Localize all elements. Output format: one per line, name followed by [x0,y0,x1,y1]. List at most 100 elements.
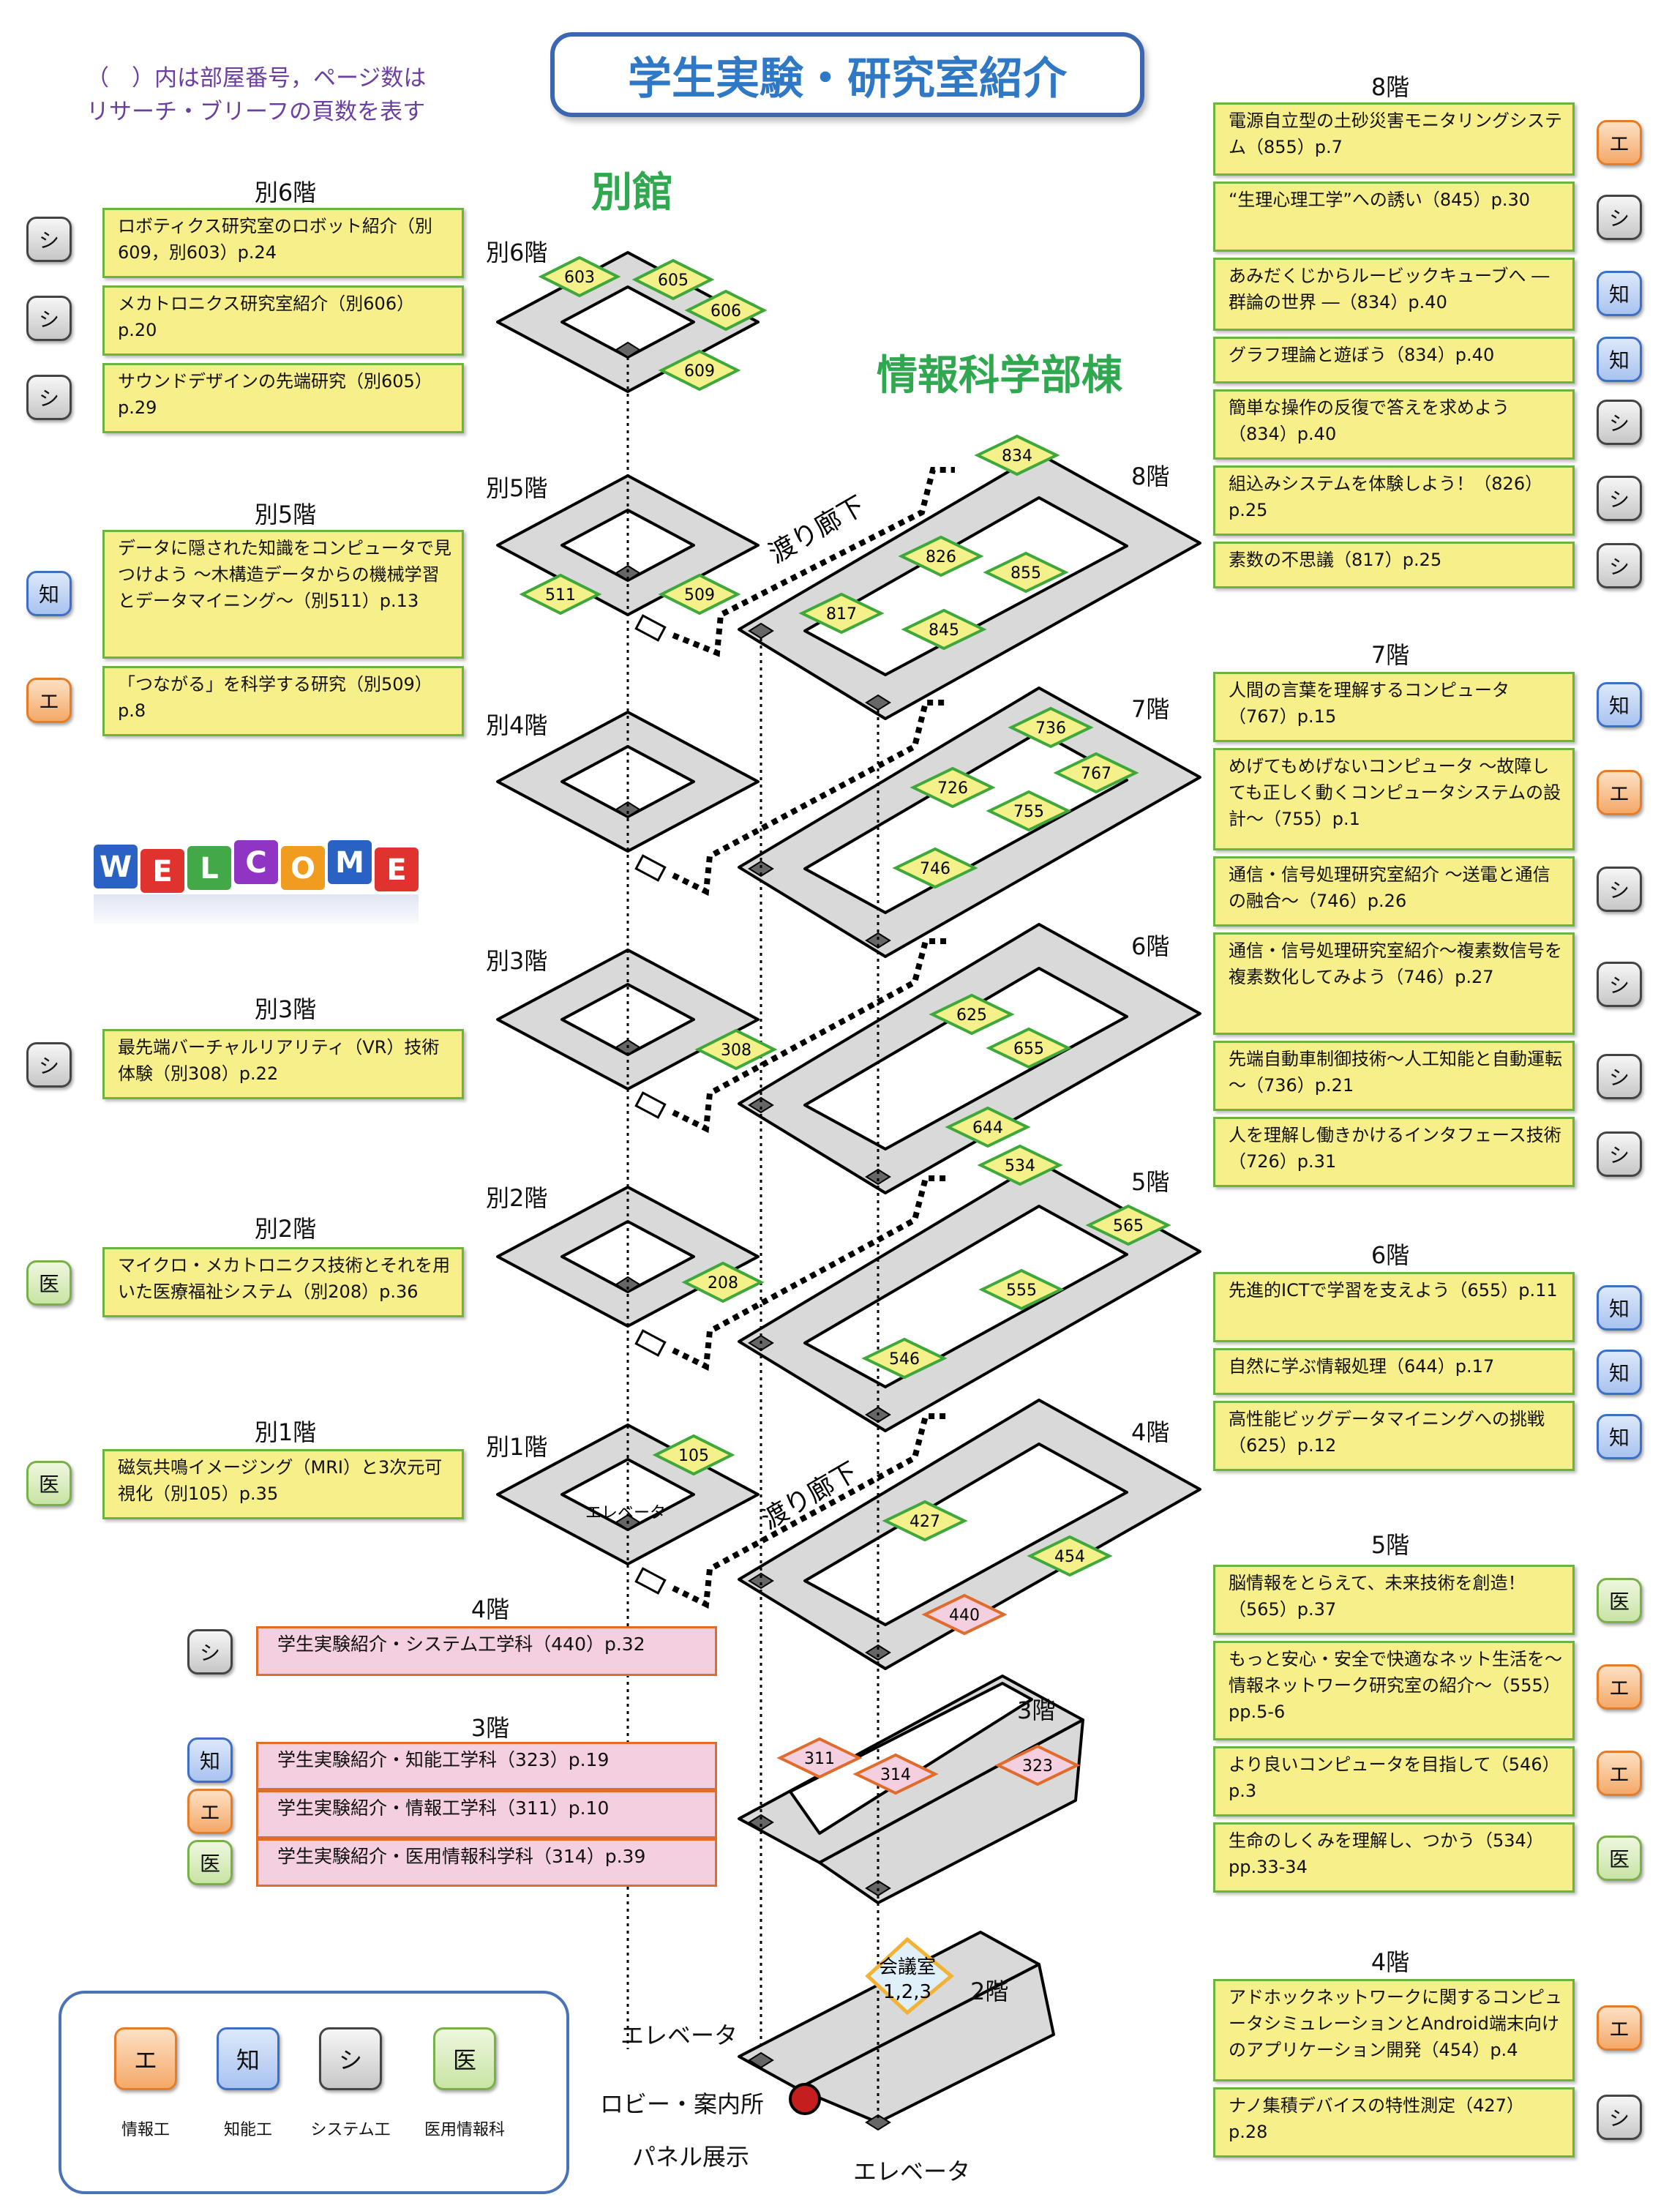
room-509: 509 [684,586,715,605]
lab-box: 電源自立型の土砂災害モニタリングシステム（855）p.7 [1213,102,1575,176]
badge-medical: 医 [1597,1578,1642,1623]
map-floor-5: 5階 [1131,1168,1170,1196]
legend-note: （ ）内は部屋番号，ページ数は リサーチ・ブリーフの頁数を表す [86,61,426,129]
badge-medical: 医 [26,1260,72,1306]
lab-box: 生命のしくみを理解し、つかう（534）pp.33-34 [1213,1822,1575,1893]
room-565: 565 [1113,1217,1144,1235]
room-546: 546 [889,1350,920,1369]
annex-floor-2 [496,1186,760,1328]
badge-system: シ [187,1629,233,1675]
lab-box: 簡単な操作の反復で答えを求めよう（834）p.40 [1213,389,1575,460]
badge-system: シ [26,375,72,420]
badge-information: エ [1597,770,1642,815]
map-floor-3: 3階 [1017,1696,1056,1724]
walkways [672,467,955,1609]
annex-floor-3 [496,949,760,1090]
room-655: 655 [1013,1040,1044,1058]
map-floor-7: 7階 [1131,695,1170,723]
room-609: 609 [684,362,715,381]
welcome-letter-2: E [152,855,172,888]
badge-system: シ [1597,2095,1642,2140]
lab-box: 人間の言葉を理解するコンピュータ（767）p.15 [1213,672,1575,742]
note-line-2: リサーチ・ブリーフの頁数を表す [86,99,426,125]
badge-system: シ [26,1042,72,1088]
map-floor-a2: 別2階 [486,1184,548,1212]
lab-box: データに隠された知識をコンピュータで見つけよう ～木構造データからの機械学習とデ… [102,530,464,659]
page-title: 学生実験・研究室紹介 [550,32,1144,117]
elevator-label-annex: エレベータ [585,1504,666,1522]
room-427: 427 [910,1513,940,1531]
badge-medical: 医 [187,1840,233,1885]
map-floor-2: 2階 [970,1978,1009,2005]
lab-box: 先端自動車制御技術～人工知能と自動運転～（736）p.21 [1213,1041,1575,1111]
badge-medical: 医 [1597,1836,1642,1881]
meeting-room-numbers: 1,2,3 [883,1981,931,2003]
elevator-label: エレベータ [620,2021,738,2049]
room-208: 208 [708,1274,738,1292]
badge-system: シ [1597,962,1642,1007]
lab-box: 先進的ICTで学習を支えよう（655）p.11 [1213,1272,1575,1342]
room-726: 726 [937,779,968,798]
experiment-box: 学生実験紹介・情報工学科（311）p.10 [256,1790,717,1838]
annex-building-label: 別館 [591,169,673,217]
note-line-1: （ ）内は部屋番号，ページ数は [86,65,427,91]
legend-badge-intelligence: 知 [217,2027,280,2090]
room-440: 440 [949,1606,980,1625]
room-845: 845 [929,621,959,640]
map-floor-a6: 別6階 [486,239,548,266]
legend-label-intelligence: 知能工 [223,2121,272,2139]
map-floor-a1: 別1階 [486,1433,548,1461]
lab-box: アドホックネットワークに関するコンピュータシミュレーションとAndroid端末向… [1213,1979,1575,2081]
lab-box: 自然に学ぶ情報処理（644）p.17 [1213,1348,1575,1395]
experiment-box: 学生実験紹介・知能工学科（323）p.19 [256,1742,717,1790]
room-767: 767 [1081,765,1111,783]
right-f6-heading: 6階 [1370,1241,1410,1269]
legend-label-information: 情報工 [121,2121,170,2139]
left-a2-heading: 別2階 [254,1215,317,1243]
lab-box: 脳情報をとらえて、未来技術を創造！（565）p.37 [1213,1565,1575,1635]
room-555: 555 [1006,1282,1037,1300]
badge-intelligence: 知 [1597,337,1642,382]
lab-box: 最先端バーチャルリアリティ（VR）技術体験（別308）p.22 [102,1029,464,1099]
lab-box: 磁気共鳴イメージング（MRI）と3次元可視化（別105）p.35 [102,1449,464,1519]
lab-box: メカトロニクス研究室紹介（別606）p.20 [102,285,464,356]
lab-box: グラフ理論と遊ぼう（834）p.40 [1213,337,1575,383]
lab-box: 通信・信号処理研究室紹介～複素数信号を複素数化してみよう（746）p.27 [1213,932,1575,1035]
map-floor-6: 6階 [1131,932,1170,960]
panel-label: パネル展示 [632,2143,750,2171]
room-314: 314 [880,1766,911,1784]
room-855: 855 [1010,564,1041,583]
room-323: 323 [1022,1757,1053,1776]
badge-system: シ [26,217,72,262]
map-floor-a3: 別3階 [486,947,548,975]
lab-box: “生理心理工学”への誘い（845）p.30 [1213,182,1575,252]
lab-box: サウンドデザインの先端研究（別605）p.29 [102,363,464,433]
badge-system: シ [1597,476,1642,521]
experiment-markers [776,1593,1081,1795]
welcome-letter-1: W [100,850,132,884]
badge-intelligence: 知 [1597,682,1642,727]
badge-system: シ [1597,543,1642,588]
room-606: 606 [710,302,741,321]
right-f4-heading: 4階 [1370,1948,1410,1976]
elevator-label-bottom: エレベータ [853,2158,971,2185]
room-454: 454 [1054,1548,1085,1566]
legend-badge-system: シ [319,2027,382,2090]
annex-floor-4 [496,711,760,853]
badge-intelligence: 知 [1597,1350,1642,1395]
right-f8-heading: 8階 [1370,73,1410,101]
badge-information: エ [1597,1664,1642,1710]
lab-box: あみだくじからルービックキューブへ ― 群論の世界 ―（834）p.40 [1213,258,1575,331]
legend-badge-medical: 医 [433,2027,496,2090]
lab-box: 人を理解し働きかけるインタフェース技術（726）p.31 [1213,1117,1575,1187]
left-f4-heading: 4階 [470,1595,510,1623]
badge-system: シ [1597,1131,1642,1177]
lab-box: 「つながる」を科学する研究（別509）p.8 [102,666,464,736]
badge-intelligence: 知 [1597,271,1642,316]
lab-box: もっと安心・安全で快適なネット生活を～情報ネットワーク研究室の紹介～（555）p… [1213,1641,1575,1740]
room-644: 644 [972,1119,1003,1137]
badge-information: エ [1597,1751,1642,1796]
legend-badge-information: エ [114,2027,177,2090]
lab-box: ロボティクス研究室のロボット紹介（別609，別603）p.24 [102,208,464,278]
badge-intelligence: 知 [1597,1285,1642,1331]
